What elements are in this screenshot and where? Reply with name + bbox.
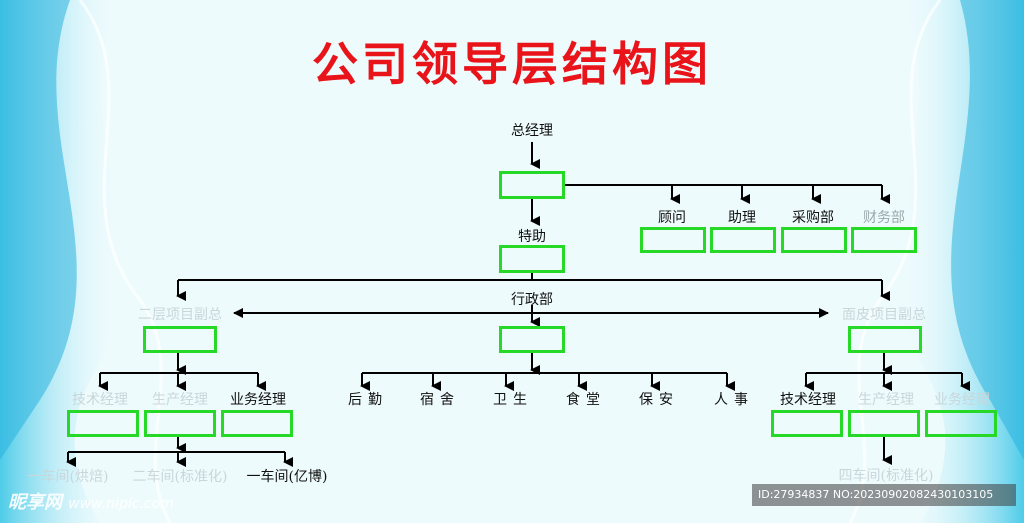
- node-label-gm: 总经理: [511, 123, 553, 139]
- node-label-vp-left: 二层项目副总: [138, 307, 222, 323]
- node-label-hr: 人事: [714, 392, 754, 408]
- node-box-vp-left: [143, 326, 217, 353]
- node-label-dormitory: 宿舍: [420, 392, 460, 408]
- node-box-gm: [499, 171, 565, 199]
- node-box-tech-mgr-right: [771, 410, 843, 437]
- node-label-workshop-4: 四车间(标准化): [838, 468, 934, 484]
- node-label-logistics: 后勤: [348, 392, 388, 408]
- node-label-finance: 财务部: [863, 210, 905, 226]
- watermark-brand: 昵享网 www.nipic.com: [8, 488, 174, 514]
- node-box-prod-mgr-left: [144, 410, 216, 437]
- node-box-finance: [851, 227, 917, 253]
- node-box-biz-mgr-left: [221, 410, 293, 437]
- node-box-tech-mgr-left: [67, 410, 139, 437]
- node-label-workshop-3: 一车间(亿博): [246, 469, 328, 485]
- node-box-special-assistant: [499, 245, 565, 273]
- watermark-url: www.nipic.com: [68, 496, 174, 512]
- node-label-canteen: 食堂: [566, 392, 606, 408]
- node-label-security: 保安: [639, 392, 679, 408]
- node-label-tech-mgr-left: 技术经理: [72, 392, 128, 408]
- node-label-workshop-2: 二车间(标准化): [132, 469, 228, 485]
- chart-title: 公司领导层结构图: [312, 37, 712, 91]
- node-label-prod-mgr-right: 生产经理: [858, 392, 914, 408]
- node-box-vp-right: [848, 326, 922, 353]
- node-box-biz-mgr-right: [925, 410, 997, 437]
- node-label-hygiene: 卫生: [493, 392, 533, 408]
- watermark-brand-name: 昵享网: [8, 492, 62, 513]
- node-box-assistant: [710, 227, 776, 253]
- node-label-tech-mgr-right: 技术经理: [780, 392, 836, 408]
- node-label-biz-mgr-left: 业务经理: [230, 392, 286, 408]
- node-label-biz-mgr-right: 业务经理: [934, 392, 990, 408]
- node-label-workshop-1: 一车间(烘焙): [27, 469, 109, 485]
- node-box-purchasing: [781, 227, 847, 253]
- node-label-prod-mgr-left: 生产经理: [152, 392, 208, 408]
- node-box-admin: [499, 326, 565, 353]
- watermark-id: ID:27934837 NO:20230902082430103105: [752, 484, 1016, 506]
- node-label-special-assistant: 特助: [518, 229, 546, 245]
- node-label-admin: 行政部: [511, 292, 553, 308]
- node-label-assistant: 助理: [728, 210, 756, 226]
- node-label-advisor: 顾问: [658, 210, 686, 226]
- node-box-advisor: [640, 227, 706, 253]
- node-box-prod-mgr-right: [848, 410, 920, 437]
- node-label-purchasing: 采购部: [792, 210, 834, 226]
- node-label-vp-right: 面皮项目副总: [842, 307, 926, 323]
